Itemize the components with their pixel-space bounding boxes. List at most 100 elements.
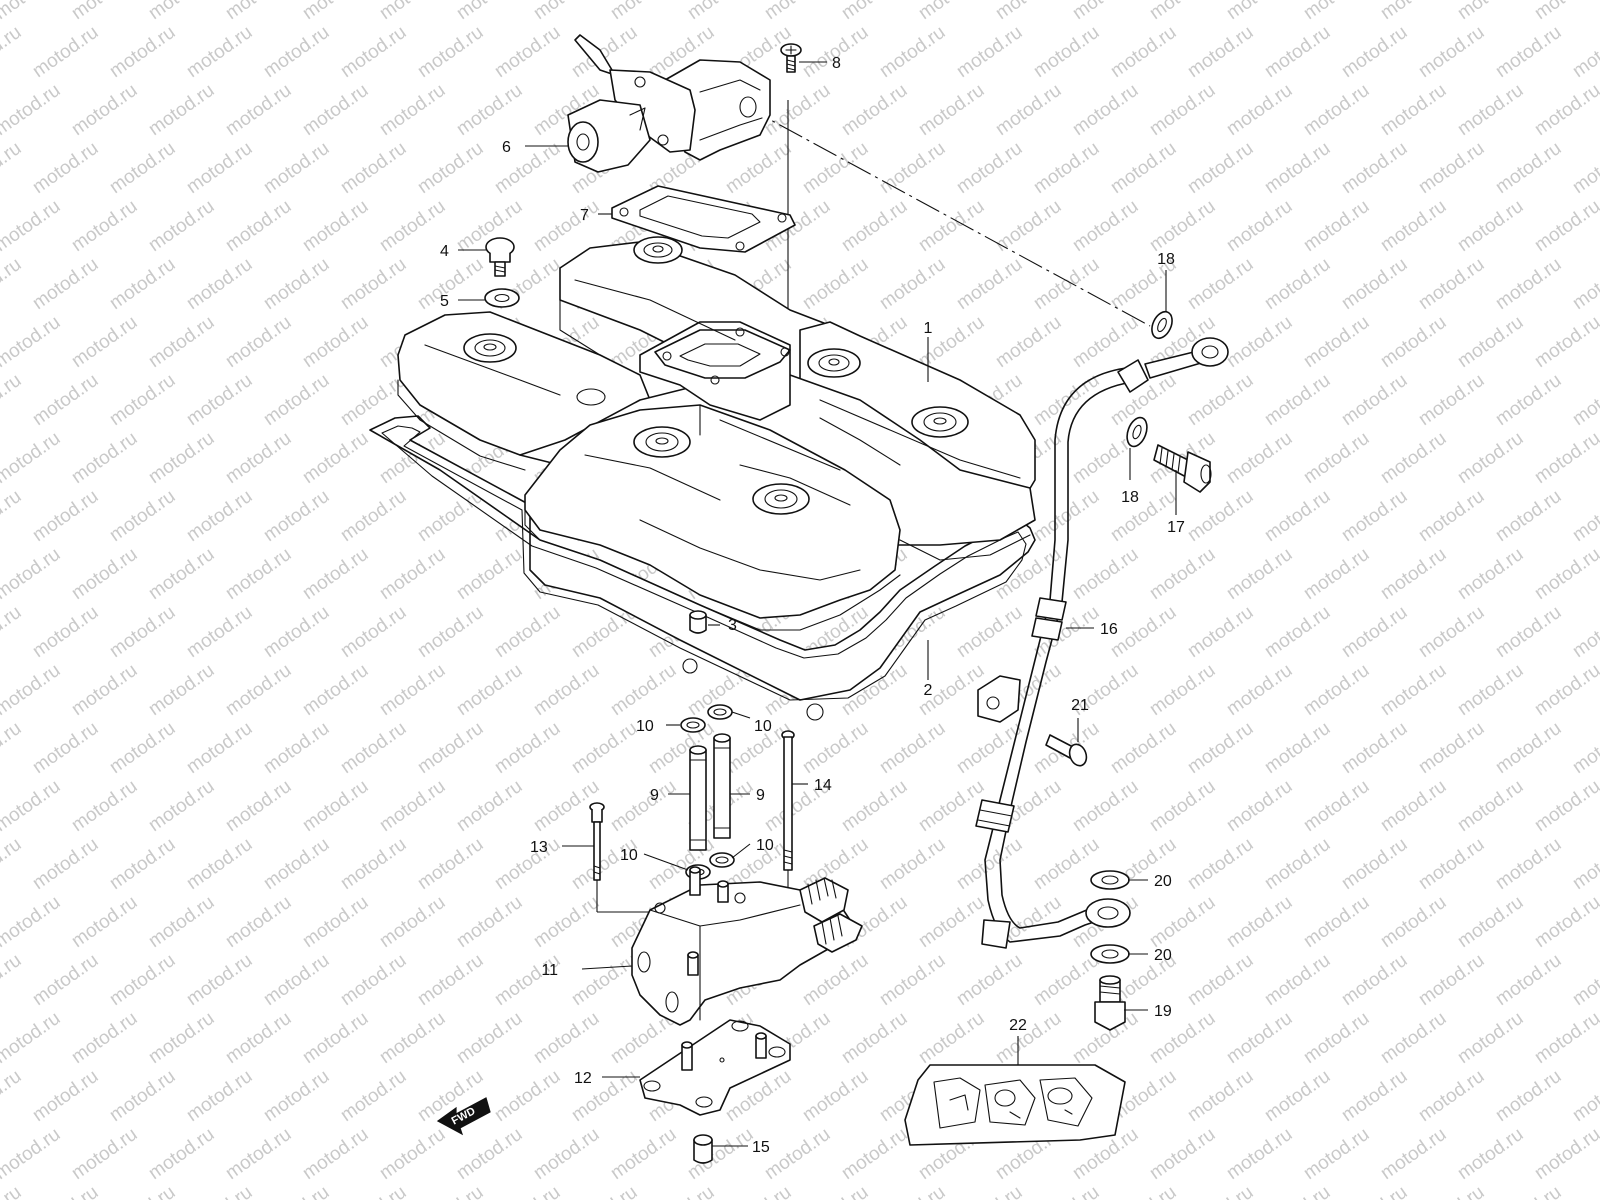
watermark-text: motod.ru [1569,950,1600,1010]
watermark-text: motod.ru [1569,718,1600,778]
watermark-text: motod.ru [0,254,25,314]
watermark-text: motod.ru [799,254,872,314]
watermark-text: motod.ru [1454,196,1527,256]
watermark-text: motod.ru [1300,312,1373,372]
watermark-text: motod.ru [1261,1066,1334,1126]
watermark-text: motod.ru [68,544,141,604]
callout-3: 3 [728,617,737,634]
watermark-text: motod.ru [376,544,449,604]
callout-13: 13 [530,839,548,856]
watermark-text: motod.ru [1300,892,1373,952]
watermark-text: motod.ru [915,196,988,256]
watermark-text: motod.ru [1300,1008,1373,1068]
watermark-text: motod.ru [29,254,102,314]
watermark-text: motod.ru [491,1066,564,1126]
watermark-text: motod.ru [1338,1182,1411,1200]
watermark-text: motod.ru [915,0,988,24]
watermark-text: motod.ru [1377,1008,1450,1068]
watermark-text: motod.ru [1338,1066,1411,1126]
part-5-washer [484,288,520,308]
part-22-gasket-set [904,1064,1126,1146]
callout-numbers: 1 2 3 4 5 6 7 8 9 9 10 10 10 10 11 12 13… [440,55,1185,1156]
watermark-text: motod.ru [0,602,25,662]
callout-18-top: 18 [1157,251,1175,268]
watermark-text: motod.ru [299,312,372,372]
watermark-text: motod.ru [222,1124,295,1184]
watermark-text: motod.ru [1146,892,1219,952]
watermark-text: motod.ru [1415,486,1488,546]
watermark-text: motod.ru [1300,660,1373,720]
watermark-text: motod.ru [876,254,949,314]
part-16-oil-hose [975,337,1229,949]
watermark-text: motod.ru [1492,950,1565,1010]
watermark-text: motod.ru [1377,312,1450,372]
watermark-text: motod.ru [68,892,141,952]
watermark-text: motod.ru [1415,950,1488,1010]
watermark-text: motod.ru [876,718,949,778]
watermark-text: motod.ru [1107,138,1180,198]
watermark-text: motod.ru [799,138,872,198]
watermark-text: motod.ru [1184,1066,1257,1126]
plug-hole-front-left [463,333,517,363]
watermark-text: motod.ru [68,776,141,836]
watermark-text: motod.ru [260,254,333,314]
watermark-text: motod.ru [1377,660,1450,720]
watermark-text: motod.ru [145,544,218,604]
watermark-text: motod.ru [530,1008,603,1068]
watermark-text: motod.ru [0,428,64,488]
watermark-text: motod.ru [68,0,141,24]
watermark-text: motod.ru [183,370,256,430]
watermark-text: motod.ru [645,1182,718,1200]
watermark-text: motod.ru [530,0,603,24]
watermark-text: motod.ru [568,950,641,1010]
watermark-text: motod.ru [1569,1182,1600,1200]
watermark-text: motod.ru [838,1008,911,1068]
watermark-text: motod.ru [876,1182,949,1200]
watermark-text: motod.ru [1184,138,1257,198]
watermark-text: motod.ru [1261,254,1334,314]
watermark-text: motod.ru [260,1182,333,1200]
watermark-text: motod.ru [1454,1124,1527,1184]
watermark-text: motod.ru [299,428,372,488]
watermark-text: motod.ru [68,428,141,488]
watermark-text: motod.ru [1415,254,1488,314]
callout-22: 22 [1009,1017,1027,1034]
watermark-text: motod.ru [337,602,410,662]
watermark-text: motod.ru [1415,370,1488,430]
watermark-text: motod.ru [1184,602,1257,662]
callout-1: 1 [924,320,933,337]
watermark-text: motod.ru [183,486,256,546]
watermark-text: motod.ru [68,196,141,256]
watermark-text: motod.ru [1146,196,1219,256]
watermark-text: motod.ru [992,0,1065,24]
watermark-text: motod.ru [953,602,1026,662]
watermark-text: motod.ru [453,1008,526,1068]
watermark-text: motod.ru [1454,1008,1527,1068]
watermark-text: motod.ru [1415,22,1488,82]
part-20-washer-lower [1090,944,1130,964]
watermark-text: motod.ru [1107,602,1180,662]
part-9-pipe-left [689,745,707,851]
watermark-text: motod.ru [1415,718,1488,778]
watermark-text: motod.ru [299,776,372,836]
watermark-text: motod.ru [1569,486,1600,546]
watermark-text: motod.ru [1338,22,1411,82]
watermark-text: motod.ru [876,22,949,82]
watermark-text: motod.ru [1569,602,1600,662]
watermark-text: motod.ru [337,1182,410,1200]
watermark-text: motod.ru [145,1124,218,1184]
watermark-text: motod.ru [1492,718,1565,778]
watermark-text: motod.ru [684,0,757,24]
watermark-text: motod.ru [337,834,410,894]
watermark-text: motod.ru [453,776,526,836]
callout-2: 2 [924,682,933,699]
watermark-text: motod.ru [0,1066,25,1126]
callout-19: 19 [1154,1003,1172,1020]
watermark-text: motod.ru [183,254,256,314]
watermark-text: motod.ru [453,544,526,604]
callout-6: 6 [502,139,511,156]
callout-17: 17 [1167,519,1185,536]
callout-4: 4 [440,243,449,260]
watermark-text: motod.ru [337,486,410,546]
